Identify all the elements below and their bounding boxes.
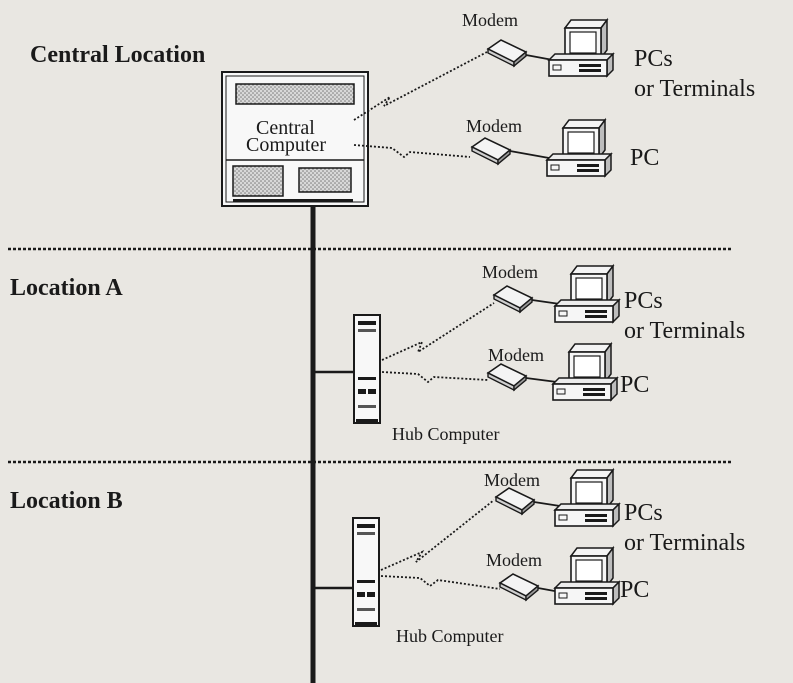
link-central-modem2 xyxy=(353,144,471,159)
central-computer xyxy=(221,71,369,207)
pc-icon xyxy=(554,547,620,605)
pc-label: PC xyxy=(620,372,649,398)
pc-icon xyxy=(548,19,614,77)
pcs-label-line2: or Terminals xyxy=(624,530,745,556)
modem-label: Modem xyxy=(488,345,544,365)
pc-icon xyxy=(554,469,620,527)
section-label-b: Location B xyxy=(10,488,123,514)
modem-icon xyxy=(495,487,535,515)
modem-label: Modem xyxy=(466,116,522,136)
modem-label: Modem xyxy=(484,470,540,490)
pc-label: PC xyxy=(630,145,659,171)
modem-icon xyxy=(487,363,527,391)
modem-icon xyxy=(493,285,533,313)
pcs-label-line1: PCs xyxy=(624,288,663,314)
pcs-label-line2: or Terminals xyxy=(624,318,745,344)
hub-computer-b xyxy=(352,517,380,627)
modem-label: Modem xyxy=(482,262,538,282)
pc-icon xyxy=(554,265,620,323)
central-computer-label-line1: Central xyxy=(256,117,315,139)
modem-label: Modem xyxy=(462,10,518,30)
link-hub-a-modem2 xyxy=(381,371,489,384)
modem-icon xyxy=(487,39,527,67)
hub-computer-a xyxy=(353,314,381,424)
pc-icon xyxy=(546,119,612,177)
modem-icon xyxy=(471,137,511,165)
central-computer-label-line2: Computer xyxy=(246,134,326,156)
link-hub-a-modem1 xyxy=(381,302,495,361)
modem-label: Modem xyxy=(486,550,542,570)
modem-icon xyxy=(499,573,539,601)
hub-computer-label-a: Hub Computer xyxy=(392,424,500,444)
pc-icon xyxy=(552,343,618,401)
pcs-label-line2: or Terminals xyxy=(634,76,755,102)
section-label-central: Central Location xyxy=(30,42,205,68)
pcs-label-line1: PCs xyxy=(624,500,663,526)
link-central-modem1 xyxy=(353,51,488,121)
hub-computer-label-b: Hub Computer xyxy=(396,626,504,646)
pcs-label-line1: PCs xyxy=(634,46,673,72)
section-label-a: Location A xyxy=(10,275,123,301)
pc-label: PC xyxy=(620,577,649,603)
link-hub-b-modem2 xyxy=(380,575,501,590)
link-hub-b-modem1 xyxy=(380,499,495,571)
